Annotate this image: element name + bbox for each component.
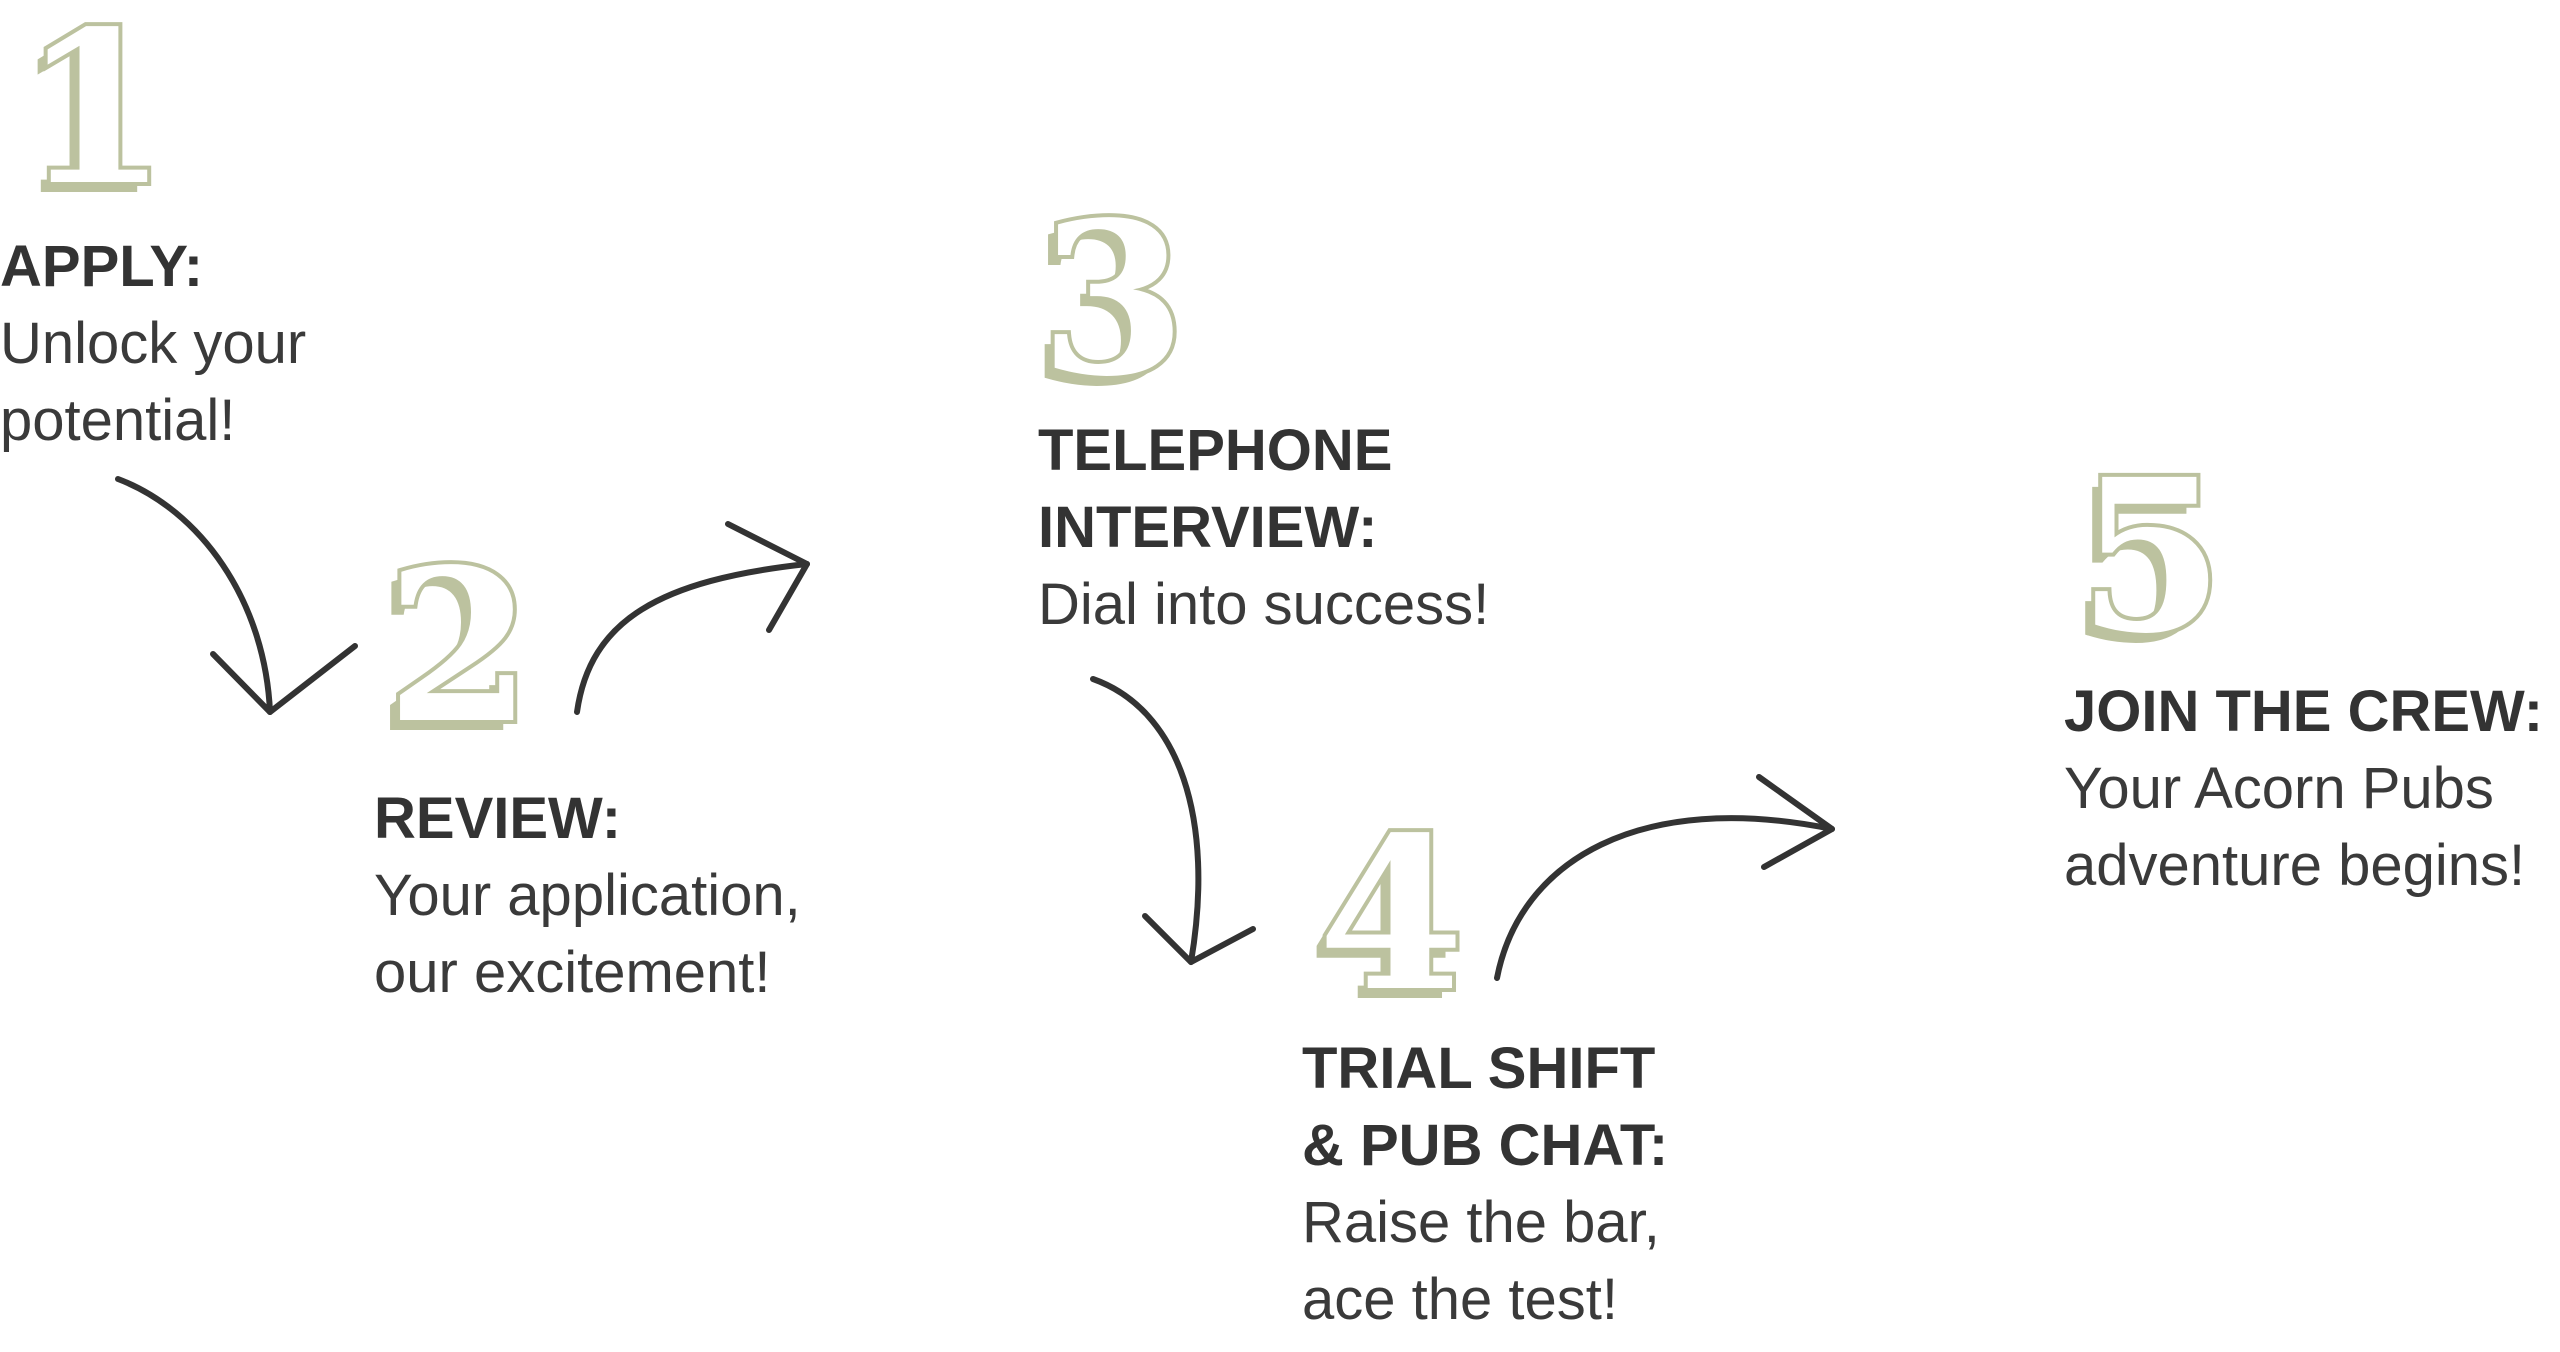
step-title: REVIEW: bbox=[374, 786, 622, 851]
step-telephone-interview: TELEPHONE INTERVIEW: Dial into success! bbox=[1038, 412, 1489, 643]
step-description: ace the test! bbox=[1302, 1267, 1618, 1332]
step-number-1: 1 bbox=[18, 0, 172, 232]
step-review: REVIEW: Your application, our excitement… bbox=[374, 780, 801, 1011]
step-description: Raise the bar, bbox=[1302, 1190, 1660, 1255]
arrow-2-to-3-icon bbox=[574, 521, 810, 715]
step-apply: APPLY: Unlock your potential! bbox=[0, 228, 306, 459]
step-number-5: 5 bbox=[2074, 433, 2228, 680]
step-description: adventure begins! bbox=[2064, 833, 2526, 898]
step-title: INTERVIEW: bbox=[1038, 495, 1378, 560]
arrow-1-to-2-icon bbox=[115, 476, 358, 715]
step-title: APPLY: bbox=[0, 234, 204, 299]
arrow-4-to-5-icon bbox=[1494, 774, 1835, 981]
step-join-the-crew: JOIN THE CREW: Your Acorn Pubs adventure… bbox=[2064, 673, 2543, 904]
step-description: Dial into success! bbox=[1038, 572, 1490, 637]
step-description: Unlock your bbox=[0, 311, 307, 376]
step-number-3: 3 bbox=[1036, 176, 1190, 423]
step-number-2: 2 bbox=[382, 523, 536, 770]
step-title: TELEPHONE bbox=[1038, 418, 1393, 483]
step-trial-shift: TRIAL SHIFT & PUB CHAT: Raise the bar, a… bbox=[1302, 1030, 1668, 1338]
step-description: our excitement! bbox=[374, 940, 771, 1005]
step-title: & PUB CHAT: bbox=[1302, 1113, 1669, 1178]
step-number-4: 4 bbox=[1314, 791, 1468, 1038]
step-description: Your application, bbox=[374, 863, 801, 928]
step-title: JOIN THE CREW: bbox=[2064, 679, 2544, 744]
arrow-3-to-4-icon bbox=[1090, 676, 1256, 965]
step-description: potential! bbox=[0, 388, 236, 453]
step-title: TRIAL SHIFT bbox=[1302, 1036, 1656, 1101]
step-description: Your Acorn Pubs bbox=[2064, 756, 2494, 821]
